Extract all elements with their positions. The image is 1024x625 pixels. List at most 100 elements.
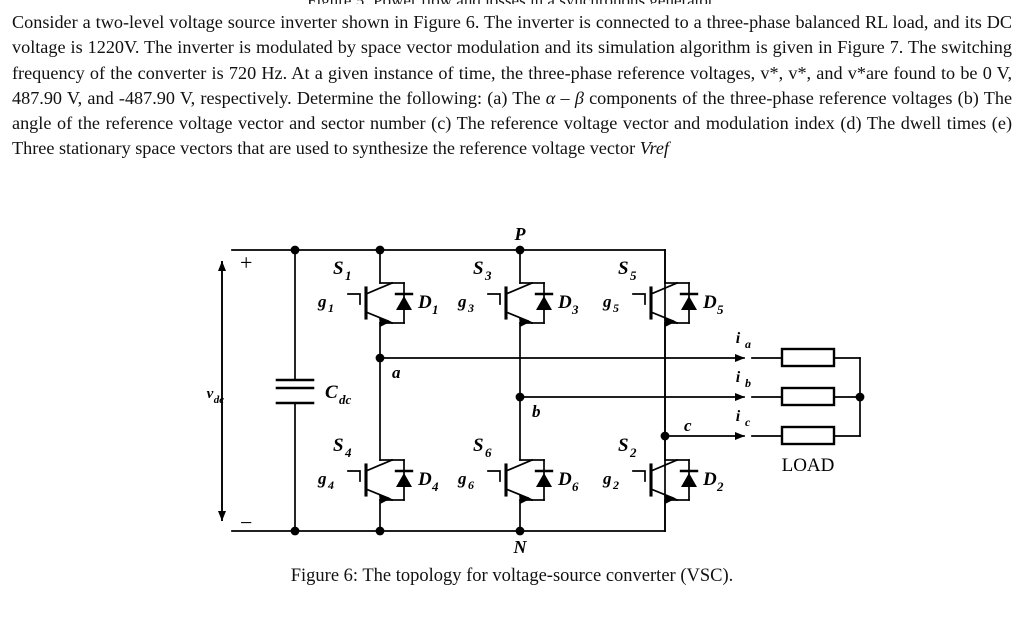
label-plus-sign: + bbox=[240, 250, 252, 275]
label-s3-subscript: 3 bbox=[484, 268, 492, 283]
label-cdc-subscript: dc bbox=[339, 392, 352, 407]
igbt-s4-gate-lead bbox=[347, 470, 361, 482]
diode-d6-triangle bbox=[536, 473, 552, 487]
label-d4-subscript: 4 bbox=[431, 479, 439, 494]
igbt-s2-collector-lead bbox=[649, 458, 679, 473]
igbt-s6-emitter-arrow bbox=[519, 494, 530, 504]
label-d2: D bbox=[702, 469, 717, 490]
label-g5-subscript: 5 bbox=[613, 301, 619, 315]
label-s4: S bbox=[333, 435, 344, 456]
dot-phase-c bbox=[660, 431, 670, 441]
igbt-s1-gate-lead bbox=[347, 293, 361, 305]
diode-d6 bbox=[531, 459, 554, 501]
previous-figure-caption: Figure 5: Power flow and losses in a syn… bbox=[0, 0, 1024, 4]
diode-d4-triangle bbox=[396, 473, 412, 487]
label-node-p: P bbox=[514, 228, 527, 244]
load-impedance-b bbox=[780, 386, 836, 407]
igbt-s3 bbox=[487, 281, 534, 327]
label-d3-subscript: 3 bbox=[571, 302, 579, 317]
figure-caption: Figure 6: The topology for voltage-sourc… bbox=[290, 566, 734, 586]
igbt-s4-collector-lead bbox=[364, 458, 394, 473]
dot-cap-top bbox=[290, 245, 300, 255]
diode-d3 bbox=[531, 282, 554, 324]
load-impedance-c bbox=[780, 425, 836, 446]
label-node-n: N bbox=[513, 537, 528, 557]
igbt-s1 bbox=[347, 281, 394, 327]
diode-d2-triangle bbox=[681, 473, 697, 487]
label-phase-a-node: a bbox=[392, 363, 401, 382]
label-g2-subscript: 2 bbox=[612, 478, 619, 492]
dot-phase-b bbox=[515, 392, 525, 402]
question-text-part-1: Consider a two-level voltage source inve… bbox=[12, 12, 1012, 108]
igbt-s2-gate-lead bbox=[632, 470, 646, 482]
igbt-s2-emitter-arrow bbox=[664, 494, 675, 504]
dot-leg-a-top bbox=[375, 245, 385, 255]
label-d6: D bbox=[557, 469, 572, 490]
label-current-ia-subscript: a bbox=[745, 337, 751, 351]
igbt-s3-collector-lead bbox=[504, 281, 534, 296]
label-g4-subscript: 4 bbox=[327, 478, 334, 492]
igbt-s1-emitter-arrow bbox=[379, 317, 390, 327]
circuit-figure: P N + − v dc C dc a b c S 1 g 1 D 1 bbox=[0, 228, 1024, 568]
label-s5-subscript: 5 bbox=[630, 268, 637, 283]
label-d6-subscript: 6 bbox=[572, 479, 579, 494]
igbt-s4-emitter-arrow bbox=[379, 494, 390, 504]
label-s5: S bbox=[618, 258, 629, 279]
label-s1-subscript: 1 bbox=[345, 268, 352, 283]
label-g3-subscript: 3 bbox=[467, 301, 474, 315]
question-paragraph: Consider a two-level voltage source inve… bbox=[12, 10, 1012, 162]
vref-symbol: Vref bbox=[639, 138, 669, 159]
igbt-s3-emitter-arrow bbox=[519, 317, 530, 327]
label-s3: S bbox=[473, 258, 484, 279]
label-s2: S bbox=[618, 435, 629, 456]
label-g6: g bbox=[457, 469, 467, 488]
label-current-ic-subscript: c bbox=[745, 415, 751, 429]
label-current-ib: i bbox=[736, 369, 741, 386]
label-cdc: C bbox=[325, 382, 338, 403]
question-text-part-2: components of the three-phase reference … bbox=[12, 87, 1013, 159]
diode-d4 bbox=[391, 459, 414, 501]
junction-dots bbox=[290, 245, 865, 536]
label-d5-subscript: 5 bbox=[717, 302, 724, 317]
label-d1-subscript: 1 bbox=[432, 302, 439, 317]
label-g6-subscript: 6 bbox=[468, 478, 474, 492]
label-s4-subscript: 4 bbox=[344, 445, 352, 460]
dot-node-n bbox=[515, 526, 525, 536]
label-g3: g bbox=[457, 292, 467, 311]
label-d3: D bbox=[557, 292, 572, 313]
label-vdc-subscript: dc bbox=[214, 394, 225, 406]
igbt-s5-collector-lead bbox=[649, 281, 679, 296]
label-g4: g bbox=[317, 469, 327, 488]
label-load: LOAD bbox=[782, 455, 835, 476]
igbt-s5-emitter-arrow bbox=[664, 317, 675, 327]
label-phase-c-node: c bbox=[684, 416, 692, 435]
label-minus-sign: − bbox=[240, 510, 252, 535]
label-s2-subscript: 2 bbox=[629, 445, 637, 460]
label-g1-subscript: 1 bbox=[328, 301, 334, 315]
dot-phase-a bbox=[375, 353, 385, 363]
diode-d1-triangle bbox=[396, 296, 412, 310]
label-s1: S bbox=[333, 258, 344, 279]
label-current-ia: i bbox=[736, 330, 741, 347]
label-d1: D bbox=[417, 292, 432, 313]
label-d4: D bbox=[417, 469, 432, 490]
igbt-s3-gate-lead bbox=[487, 293, 501, 305]
label-current-ib-subscript: b bbox=[745, 376, 751, 390]
label-vdc: v bbox=[207, 386, 214, 402]
load-impedance-a bbox=[780, 347, 836, 368]
diode-d5 bbox=[676, 282, 699, 324]
igbt-s5 bbox=[632, 281, 679, 327]
label-s6: S bbox=[473, 435, 484, 456]
label-g2: g bbox=[602, 469, 612, 488]
label-current-ic: i bbox=[736, 408, 741, 425]
dot-node-p bbox=[515, 245, 525, 255]
label-s6-subscript: 6 bbox=[485, 445, 492, 460]
igbt-s5-gate-lead bbox=[632, 293, 646, 305]
igbt-s6-gate-lead bbox=[487, 470, 501, 482]
dot-leg-a-bottom bbox=[375, 526, 385, 536]
label-g5: g bbox=[602, 292, 612, 311]
diode-d2 bbox=[676, 459, 699, 501]
label-phase-b-node: b bbox=[532, 402, 541, 421]
label-d5: D bbox=[702, 292, 717, 313]
